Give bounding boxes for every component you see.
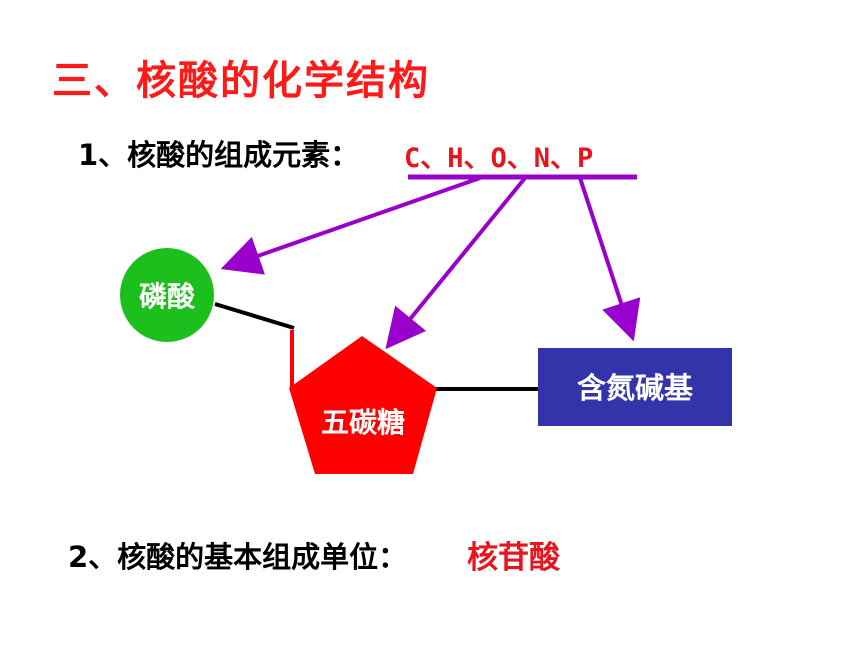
arrow-to-pentose xyxy=(385,176,527,350)
phosphate-node xyxy=(120,248,214,342)
pentose-node xyxy=(289,336,437,474)
basic-unit-answer: 核苷酸 xyxy=(467,540,560,576)
phosphate-label: 磷酸 xyxy=(139,280,196,313)
page-title: 三、核酸的化学结构 xyxy=(52,58,430,104)
base-label: 含氮碱基 xyxy=(577,371,694,405)
basic-unit-label: 2、核酸的基本组成单位： xyxy=(68,540,408,574)
arrow-to-phosphate xyxy=(220,176,481,275)
composition-elements-label: 1、核酸的组成元素： xyxy=(78,138,360,172)
arrow-to-base xyxy=(578,177,641,342)
composition-elements-value: C、H、O、N、P xyxy=(404,143,594,174)
base-node xyxy=(538,348,732,426)
phosphate-sugar-bond xyxy=(214,302,295,330)
pentose-label: 五碳糖 xyxy=(321,406,405,439)
